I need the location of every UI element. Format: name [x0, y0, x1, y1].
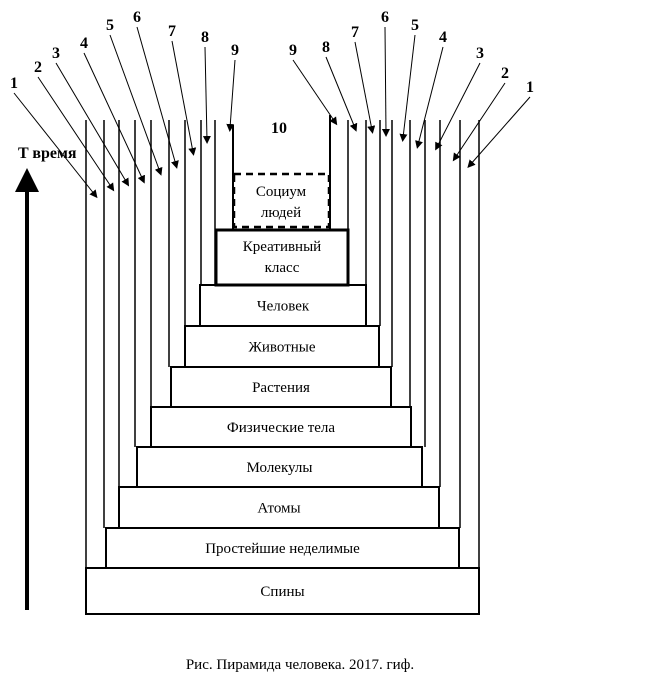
level-number-right-5: 5 — [411, 17, 419, 34]
step-box-3 — [118, 486, 440, 529]
step-label-3: Атомы — [257, 501, 300, 517]
pointer-arrow-right-6 — [381, 26, 390, 137]
pointer-arrow-left-7 — [171, 40, 197, 156]
level-number-left-9: 9 — [231, 42, 239, 59]
creative-class-line1: Креативный — [243, 239, 321, 255]
level-uprights — [85, 115, 480, 568]
socium-line2: людей — [261, 205, 301, 221]
level-number-left-6: 6 — [133, 9, 141, 26]
step-label-8: Человек — [257, 299, 310, 315]
pointer-arrow-right-1 — [467, 96, 531, 168]
pointer-arrow-left-3 — [55, 62, 130, 187]
level-number-right-7: 7 — [351, 24, 359, 41]
pointer-arrow-right-5 — [399, 34, 416, 142]
pointer-arrow-left-1 — [13, 92, 98, 199]
socium-line1: Социум — [256, 184, 307, 200]
step-label-7: Животные — [248, 340, 315, 356]
time-axis-label: T время — [18, 145, 77, 162]
socium-box — [232, 172, 331, 229]
level-number-left-2: 2 — [34, 59, 42, 76]
level-number-right-8: 8 — [322, 39, 330, 56]
pointer-arrow-left-6 — [136, 26, 179, 169]
step-box-1 — [85, 567, 480, 615]
pointer-arrow-left-9 — [226, 59, 236, 132]
creative-class-box — [214, 228, 350, 287]
creative-class-line2: класс — [265, 260, 300, 276]
step-box-5 — [150, 406, 412, 448]
level-number-left-5: 5 — [106, 17, 114, 34]
level-number-right-2: 2 — [501, 65, 509, 82]
step-box-8 — [199, 284, 367, 327]
pyramid-steps: Спины Простейшие неделимые Атомы Молекулы Фи… — [85, 284, 480, 615]
step-label-6: Растения — [252, 380, 310, 396]
pointer-arrow-right-7 — [354, 41, 376, 134]
figure-caption: Рис. Пирамида человека. 2017. гиф. — [186, 657, 414, 673]
level-number-right-1: 1 — [526, 79, 534, 96]
step-box-7 — [184, 325, 380, 368]
pointer-arrow-right-4 — [415, 46, 444, 149]
step-box-2 — [105, 527, 460, 569]
pointer-arrow-right-9 — [292, 59, 338, 126]
level-number-left-1: 1 — [10, 75, 18, 92]
pointer-arrow-left-2 — [37, 76, 115, 192]
level-number-right-9: 9 — [289, 42, 297, 59]
level-number-right-3: 3 — [476, 45, 484, 62]
step-label-4: Молекулы — [247, 460, 313, 476]
level-number-left-8: 8 — [201, 29, 209, 46]
pointer-arrow-right-3 — [435, 62, 481, 151]
level-number-10: 10 — [271, 120, 287, 137]
level-number-right-6: 6 — [381, 9, 389, 26]
level-number-left-3: 3 — [52, 45, 60, 62]
level-number-left-7: 7 — [168, 23, 176, 40]
pointer-arrow-left-5 — [109, 34, 163, 176]
pointer-arrow-right-8 — [325, 56, 358, 132]
pointer-arrow-left-4 — [83, 52, 145, 184]
pointer-arrow-left-8 — [202, 46, 211, 144]
level-number-right-4: 4 — [439, 29, 447, 46]
pointer-arrow-right-2 — [452, 82, 506, 162]
level-number-left-4: 4 — [80, 35, 88, 52]
step-label-5: Физические тела — [227, 420, 335, 436]
step-label-1: Спины — [260, 584, 304, 600]
step-label-2: Простейшие неделимые — [205, 541, 360, 557]
